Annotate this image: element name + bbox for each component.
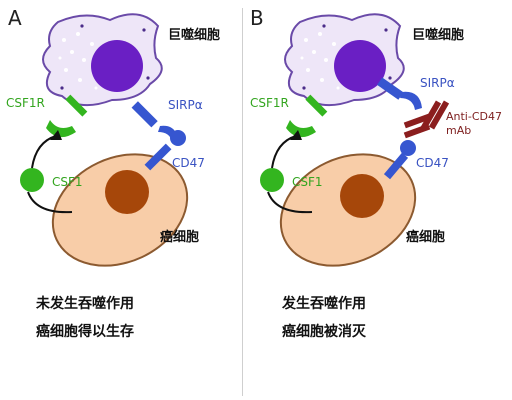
- macrophage-label-a: 巨噬细胞: [168, 28, 221, 43]
- macrophage-nucleus-b: [334, 40, 386, 92]
- csf1r-receptor-a: [46, 94, 88, 138]
- csf1-label-b: CSF1: [292, 175, 323, 189]
- panel-letter-b: B: [250, 6, 264, 30]
- panel-letter-a: A: [8, 6, 22, 30]
- panel-b-graphics: [260, 13, 450, 267]
- sirpa-receptor-b: [377, 77, 422, 110]
- caption-b-line2: 癌细胞被消灭: [282, 324, 366, 340]
- caption-b-line1: 发生吞噬作用: [282, 296, 366, 312]
- cd47-ligand-a: [144, 130, 186, 171]
- cd47-label-a: CD47: [172, 156, 205, 170]
- cancer-nucleus-b: [340, 174, 384, 218]
- csf1-ligand-b: [260, 168, 284, 192]
- cancer-nucleus-a: [105, 170, 149, 214]
- macrophage-nucleus-a: [91, 40, 143, 92]
- caption-a-line1: 未发生吞噬作用: [36, 296, 134, 312]
- cancer-label-a: 癌细胞: [160, 230, 200, 245]
- sirpa-label-b: SIRPα: [420, 76, 455, 90]
- csf1r-receptor-b: [286, 94, 328, 138]
- caption-a-line2: 癌细胞得以生存: [36, 324, 134, 340]
- panel-divider: [242, 8, 243, 396]
- macrophage-dark-specks-a: [60, 24, 150, 90]
- anti-cd47-antibody: [403, 100, 450, 139]
- cd47-ligand-b: [383, 140, 416, 180]
- panel-a-graphics: [20, 13, 189, 267]
- csf1-arrowhead-a: [50, 130, 62, 140]
- csf1r-label-b: CSF1R: [250, 96, 289, 110]
- cd47-label-b: CD47: [416, 156, 449, 170]
- sirpa-label-a: SIRPα: [168, 98, 203, 112]
- macrophage-dots-a: [58, 32, 98, 90]
- csf1-arrowhead-b: [290, 130, 302, 140]
- macrophage-dark-specks-b: [302, 24, 392, 90]
- csf1-ligand-a: [20, 168, 44, 192]
- macrophage-dots-b: [300, 32, 340, 90]
- antibody-label-line1: Anti-CD47: [446, 110, 502, 123]
- csf1-label-a: CSF1: [52, 175, 83, 189]
- csf1r-label-a: CSF1R: [6, 96, 45, 110]
- antibody-label-line2: mAb: [446, 124, 472, 137]
- macrophage-label-b: 巨噬细胞: [412, 28, 465, 43]
- cancer-label-b: 癌细胞: [406, 230, 446, 245]
